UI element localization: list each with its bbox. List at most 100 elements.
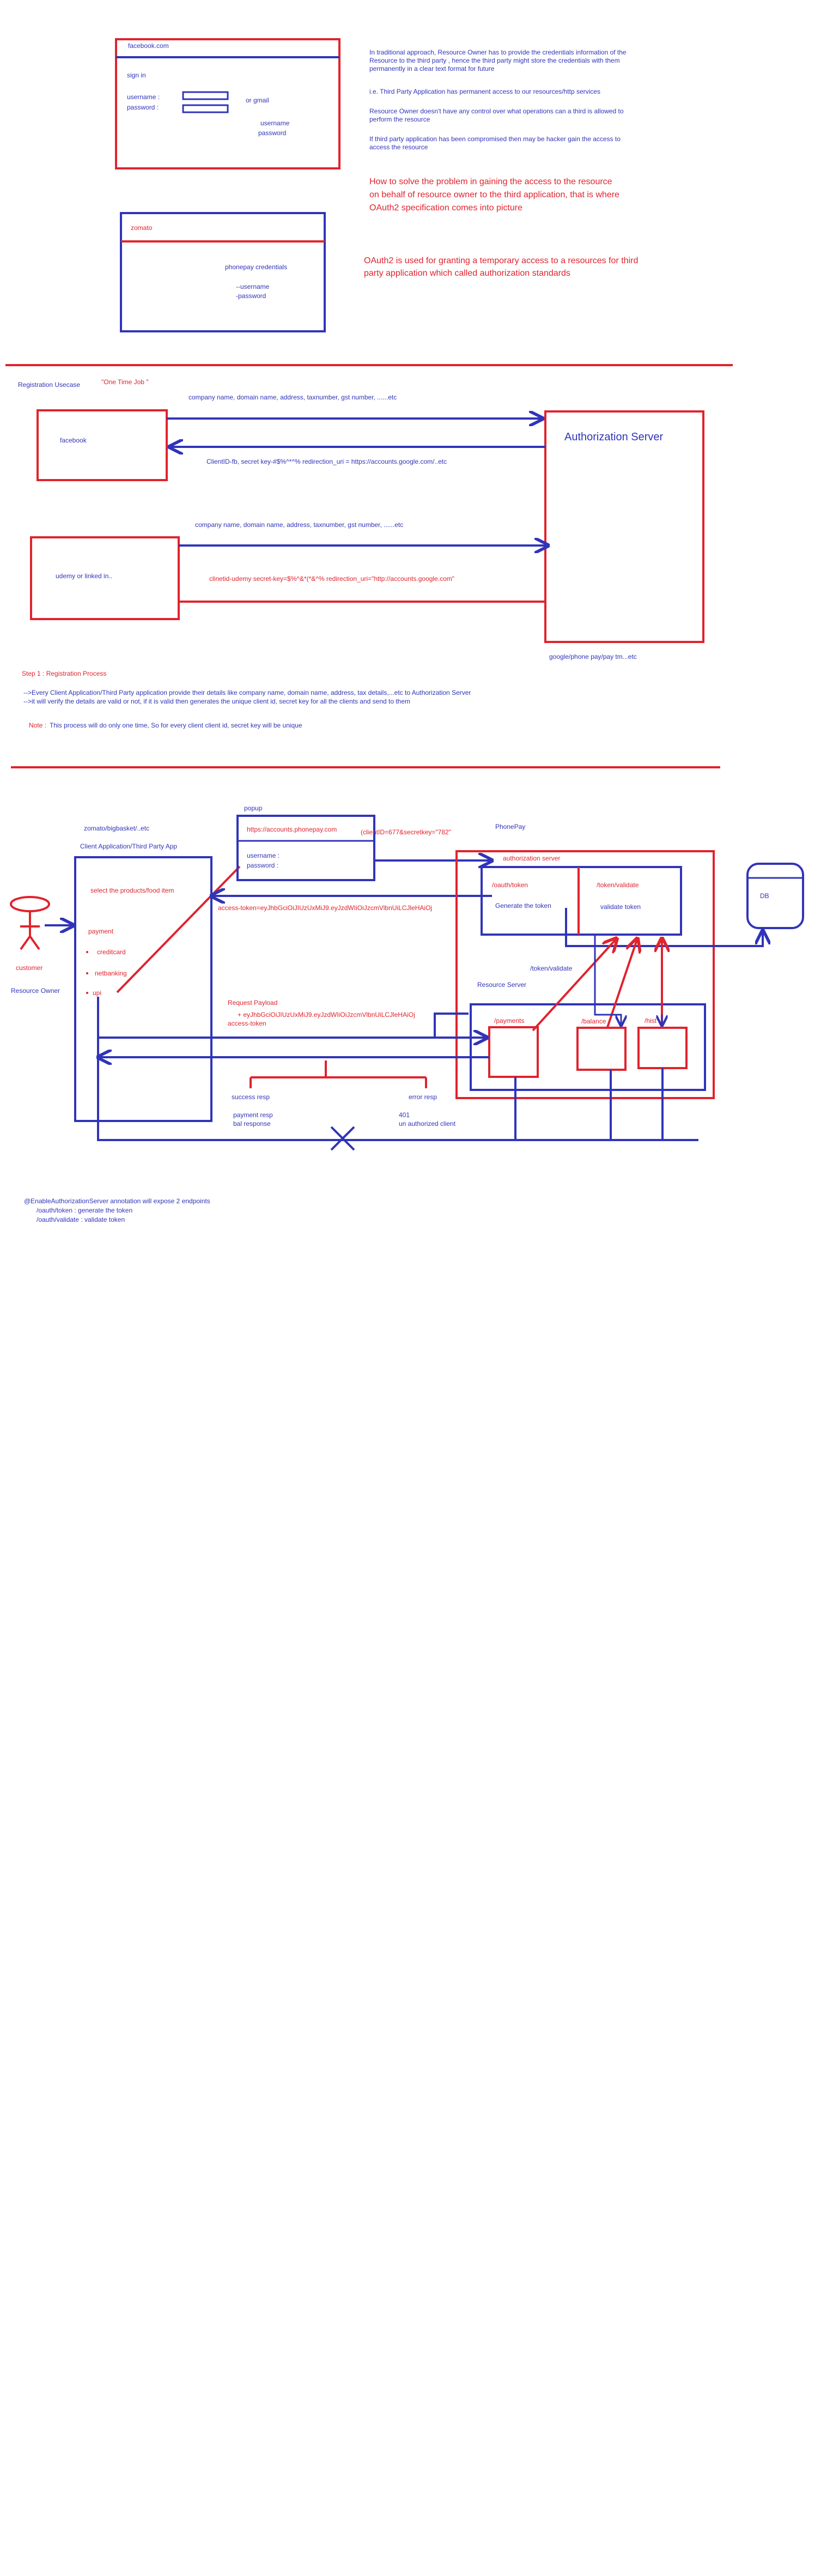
oauth-definition-line-1: OAuth2 is used for granting a temporary …	[364, 256, 638, 265]
unauthorized-label: un authorized client	[399, 1120, 456, 1128]
step-1-title: Step 1 : Registration Process	[22, 670, 106, 677]
sign-in-label: sign in	[127, 71, 146, 79]
customer-label: customer	[16, 964, 42, 972]
payments-endpoint-box	[488, 1026, 539, 1078]
facebook-client-box	[37, 409, 168, 481]
db-label: DB	[760, 892, 769, 900]
question-line-2: on behalf of resource owner to the third…	[369, 190, 619, 199]
section-oauth-flow: customer Resource Owner zomato/bigbasket…	[10, 804, 804, 1223]
access-token-value: access-token=eyJhbGciOiJIUzUxMiJ9.eyJzdW…	[218, 904, 432, 912]
gmail-password: password	[258, 129, 286, 137]
one-time-job-label: "One Time Job "	[101, 378, 149, 386]
validate-token-label: validate token	[600, 903, 641, 911]
balance-endpoint-box	[576, 1027, 627, 1071]
note-label: Note :	[29, 722, 46, 729]
registration-usecase-title: Registration Usecase	[18, 381, 80, 389]
section-traditional-approach: facebook.com sign in username : password…	[115, 38, 638, 332]
popup-url: https://accounts.phonepay.com	[247, 826, 337, 833]
registration-note: Note : This process will do only one time…	[29, 722, 302, 729]
udemy-client-label: udemy or linked in..	[56, 572, 112, 580]
password-label: password :	[127, 104, 159, 111]
generate-token-label: Generate the token	[495, 902, 551, 910]
note-1-line-1: In traditional approach, Resource Owner …	[369, 49, 627, 56]
oauth-token-endpoint: /oauth/token	[492, 881, 528, 889]
username-field	[182, 91, 229, 100]
traditional-approach-notes: In traditional approach, Resource Owner …	[369, 49, 627, 151]
arrow-validate-to-balance	[594, 935, 621, 1026]
bottom-bus-line	[97, 997, 698, 1141]
udemy-client-box	[30, 536, 180, 620]
success-resp-label: success resp	[232, 1093, 270, 1101]
payload-token-value: + eyJhbGciOiJIUzUxMiJ9.eyJzdWIiOiJzcmVlb…	[238, 1011, 415, 1019]
note-text: This process will do only one time, So f…	[50, 722, 302, 729]
arrow-facebook-credentials-label: ClientID-fb, secret key-#$%^*^% redirect…	[206, 458, 447, 465]
facebook-login-box: facebook.com sign in username : password…	[115, 38, 341, 169]
step-1-line-2: -->it will verify the details are valid …	[23, 698, 410, 705]
popup-box	[236, 815, 375, 881]
bal-response-label: bal response	[233, 1120, 271, 1128]
request-payload-label: Request Payload	[228, 999, 277, 1007]
step-1-line-1: -->Every Client Application/Third Party …	[23, 689, 471, 696]
phonepay-outer-box	[455, 850, 715, 1099]
question-line-1: How to solve the problem in gaining the …	[369, 177, 612, 186]
gmail-username: username	[260, 119, 290, 127]
select-products-label: select the products/food item	[90, 887, 174, 894]
note-2-line-1: i.e. Third Party Application has permane…	[369, 88, 600, 95]
history-endpoint-label: /hist	[645, 1017, 657, 1025]
payload-access-token-label: access-token	[228, 1020, 266, 1027]
zomato-username-label: --username	[236, 283, 270, 290]
resource-owner-label: Resource Owner	[11, 987, 60, 995]
popup-username-label: username :	[247, 852, 279, 859]
phonepay-label: PhonePay	[495, 823, 525, 831]
client-id-secret-label: (clientID=677&secretkey="782"	[361, 828, 451, 836]
note-4-line-1: If third party application has been comp…	[369, 135, 621, 143]
zomato-box: zomato phonepay credentials --username -…	[120, 212, 326, 332]
client-app-box	[74, 856, 212, 1122]
resource-server-box	[470, 1003, 706, 1091]
token-validate-mid-label: /token/validate	[530, 965, 573, 972]
response-tree: success resp error resp payment resp bal…	[232, 1060, 456, 1128]
arrow-balance-to-validate	[606, 938, 637, 1028]
note-3-line-1: Resource Owner doesn't have any control …	[369, 107, 624, 115]
zomato-box-title: zomato	[131, 224, 153, 232]
token-validate-endpoint: /token/validate	[597, 881, 639, 889]
footer-line-3: /oauth/validate : validate token	[37, 1216, 125, 1223]
arrow-upi-to-popup	[116, 865, 241, 993]
authorization-server-box	[544, 410, 704, 643]
authorization-server-examples: google/phone pay/pay tm...etc	[549, 653, 637, 660]
popup-password-label: password :	[247, 862, 278, 869]
payments-endpoint-label: /payments	[494, 1017, 524, 1025]
facebook-client-label: facebook	[60, 437, 87, 444]
note-3-line-2: perform the resource	[369, 116, 430, 123]
error-resp-label: error resp	[409, 1093, 437, 1101]
oauth-definition-line-2: party application which called authoriza…	[364, 269, 570, 278]
footer-line-1: @EnableAuthorizationServer annotation wi…	[24, 1197, 210, 1205]
balance-endpoint-label: /balance	[581, 1017, 606, 1025]
arrow-udemy-credentials-label: clinetid-udemy secret-key=$%^&*(*&^% red…	[209, 575, 454, 583]
payment-options-list: creditcard netbanking upi	[86, 948, 127, 997]
customer-figure: customer Resource Owner	[10, 896, 60, 995]
authorization-server-label: Authorization Server	[564, 431, 664, 443]
facebook-box-title: facebook.com	[128, 42, 169, 50]
password-field	[182, 104, 229, 113]
arrow-payments-to-validate	[532, 938, 617, 1032]
question-line-3: OAuth2 specification comes into picture	[369, 203, 522, 213]
note-1-line-3: permanently in a clear text format for f…	[369, 65, 495, 72]
payment-option-upi: upi	[93, 989, 101, 997]
oauth2-question: How to solve the problem in gaining the …	[369, 177, 619, 213]
history-endpoint-box	[637, 1027, 688, 1069]
authorization-server-box	[481, 866, 682, 936]
resource-server-label: Resource Server	[477, 981, 526, 989]
popup-label: popup	[244, 804, 263, 812]
client-examples-label: zomato/bigbasket/..etc	[84, 825, 149, 832]
customer-head	[10, 896, 50, 912]
database-icon: DB	[746, 863, 804, 929]
registration-arrows: company name, domain name, address, taxn…	[167, 393, 548, 603]
note-4-line-2: access the resource	[369, 143, 428, 151]
payment-resp-label: payment resp	[233, 1111, 273, 1119]
client-app-title: Client Application/Third Party App	[80, 842, 177, 850]
code-401-label: 401	[399, 1111, 410, 1119]
payment-option-creditcard: creditcard	[97, 948, 126, 956]
footer-line-2: /oauth/token : generate the token	[37, 1207, 132, 1214]
